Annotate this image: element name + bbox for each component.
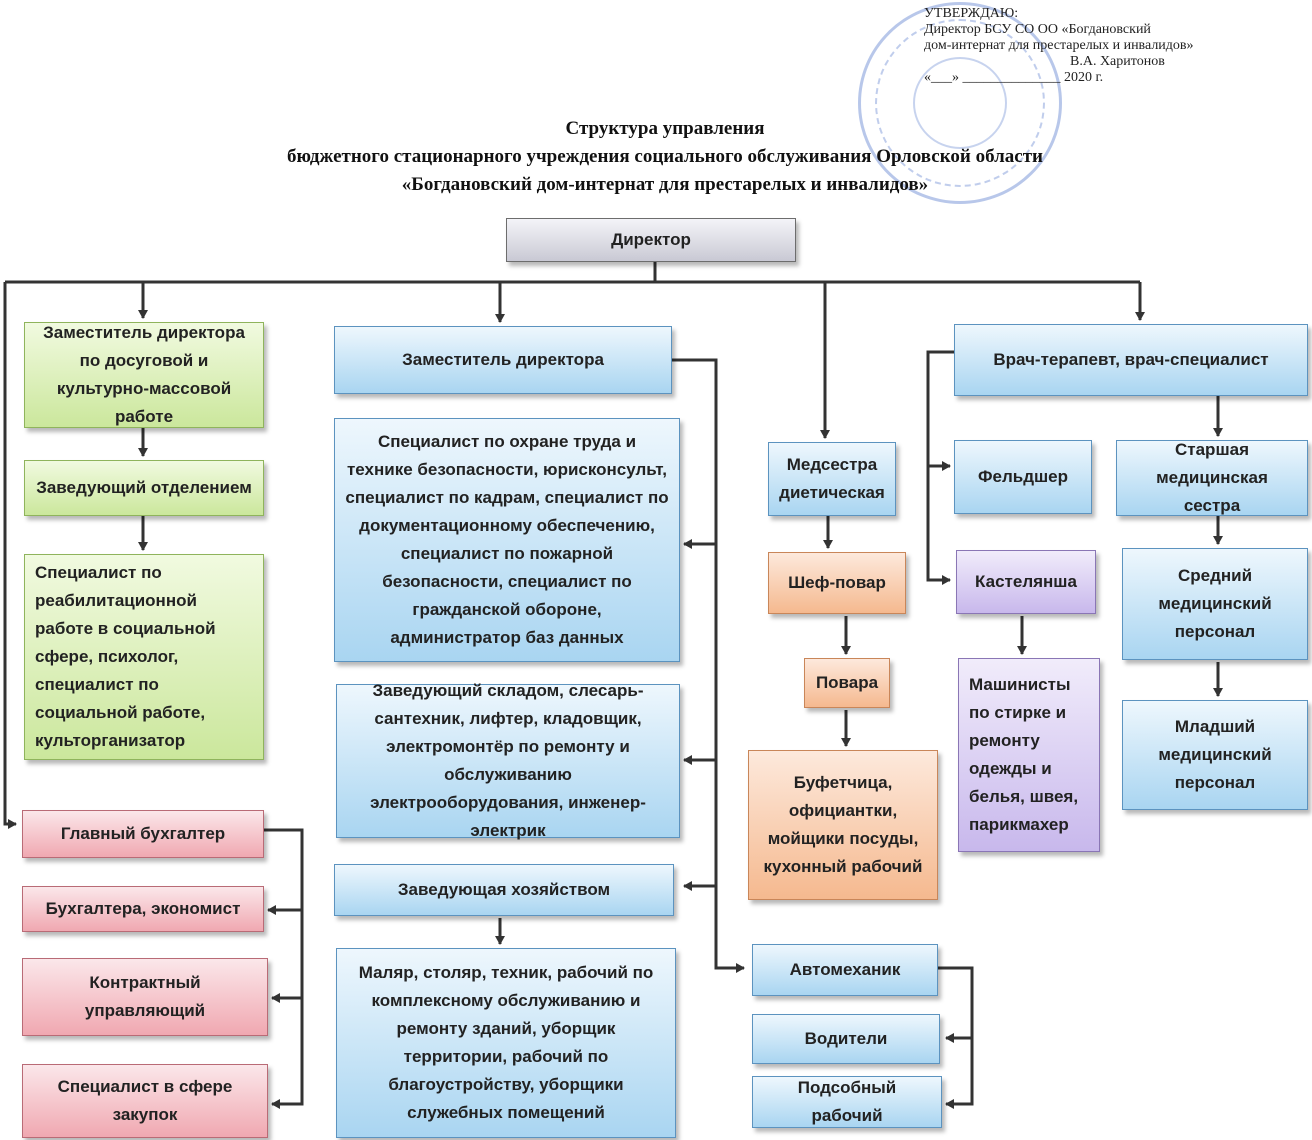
node-deputy-leisure: Заместитель директора по досуговой и кул… [24,322,264,428]
node-linen-keeper: Кастелянша [956,550,1096,614]
official-stamp [858,2,1062,204]
node-kitchen-staff: Буфетчица, официантки, мойщики посуды, к… [748,750,938,900]
node-head-department: Заведующий отделением [24,460,264,516]
node-safety-specialists: Специалист по охране труда и технике без… [334,418,680,662]
chart-subtitle: бюджетного стационарного учреждения соци… [287,146,1043,167]
node-mid-medical: Средний медицинский персонал [1122,548,1308,660]
node-cooks: Повара [804,658,890,708]
approval-organization: дом-интернат для престарелых и инвалидов… [924,38,1194,53]
node-doctor: Врач-терапевт, врач-специалист [954,324,1308,396]
node-household-staff: Маляр, столяр, техник, рабочий по компле… [336,948,676,1138]
node-paramedic: Фельдшер [954,440,1092,514]
node-warehouse-staff: Заведующий складом, слесарь-сантехник, л… [336,681,680,840]
approval-heading: УТВЕРЖДАЮ: [924,6,1019,21]
node-rehab-specialists: Специалист по реабилитационной работе в … [24,554,264,760]
node-diet-nurse: Медсестра диетическая [768,442,896,516]
approval-signatory: В.А. Харитонов [1070,54,1165,69]
node-deputy-director: Заместитель директора [334,326,672,394]
node-auto-mechanic: Автомеханик [752,944,938,996]
node-director: Директор [506,218,796,262]
node-helper: Подсобный рабочий [752,1076,942,1128]
node-junior-medical: Младший медицинский персонал [1122,700,1308,810]
node-drivers: Водители [752,1014,940,1064]
node-procurement: Специалист в сфере закупок [22,1064,268,1138]
node-chef: Шеф-повар [768,552,906,614]
node-head-nurse: Старшая медицинская сестра [1116,440,1308,516]
institution-name: «Богдановский дом-интернат для престарел… [401,174,929,195]
approval-block: УТВЕРЖДАЮ: Директор БСУ СО ОО «Богдановс… [924,6,1224,86]
chart-title: Структура управления [565,118,765,139]
node-accountants: Бухгалтера, экономист [22,886,264,932]
node-chief-accountant: Главный бухгалтер [22,810,264,858]
node-laundry-staff: Машинисты по стирке и ремонту одежды и б… [958,658,1100,852]
node-head-household: Заведующая хозяйством [334,864,674,916]
approval-position: Директор БСУ СО ОО «Богдановский [924,22,1151,37]
approval-date: «___» ______________ 2020 г. [924,70,1104,85]
node-contract-manager: Контрактный управляющий [22,958,268,1036]
